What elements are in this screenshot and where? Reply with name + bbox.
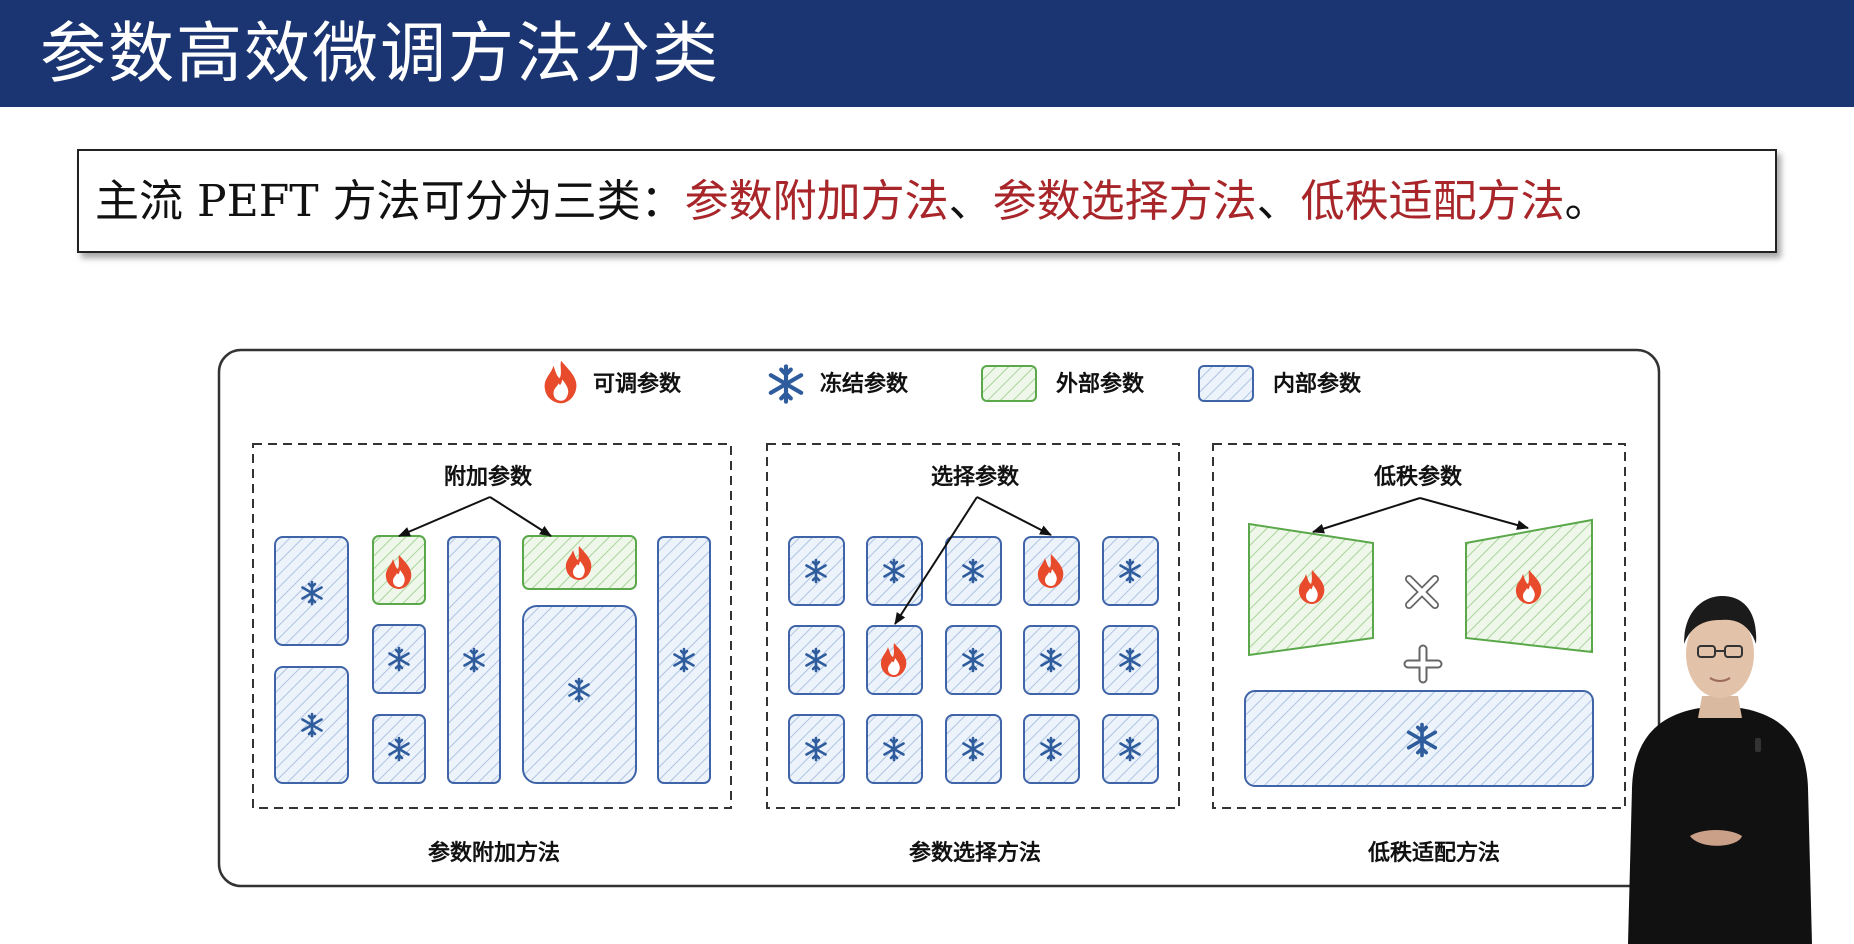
arrow — [1419, 497, 1529, 530]
caption-additive: 参数附加方法 — [428, 840, 560, 866]
caption-lowrank: 低秩适配方法 — [1367, 840, 1500, 866]
summary-sep-1: 、 — [948, 176, 993, 227]
arrow — [398, 496, 491, 537]
presenter-video — [1628, 596, 1812, 944]
panel-selective-label: 选择参数 — [931, 464, 1020, 490]
legend-external-swatch — [981, 365, 1037, 402]
legend-internal-swatch — [1198, 365, 1254, 402]
summary-text: 主流 PEFT 方法可分为三类：参数附加方法、参数选择方法、低秩适配方法。 — [95, 175, 1609, 229]
summary-lead: 主流 PEFT 方法可分为三类： — [95, 176, 685, 227]
plus-icon — [1403, 644, 1443, 684]
panel-additive-label: 附加参数 — [444, 464, 533, 490]
method-lowrank: 低秩适配方法 — [1300, 176, 1565, 227]
caption-selective: 参数选择方法 — [909, 840, 1041, 866]
panel-additive — [252, 443, 732, 809]
method-additive: 参数附加方法 — [684, 176, 949, 227]
legend-tunable: 可调参数 — [544, 360, 682, 404]
summary-box: 主流 PEFT 方法可分为三类：参数附加方法、参数选择方法、低秩适配方法。 — [77, 149, 1777, 253]
legend-internal-label: 内部参数 — [1273, 371, 1362, 397]
summary-end: 。 — [1564, 176, 1609, 227]
times-icon — [1405, 575, 1439, 609]
arrow — [894, 496, 978, 625]
panel-lowrank-content — [1244, 497, 1594, 787]
legend-tunable-label: 可调参数 — [593, 371, 682, 397]
legend-external-label: 外部参数 — [1056, 371, 1145, 397]
legend-frozen-label: 冻结参数 — [820, 371, 909, 397]
arrow — [489, 496, 552, 537]
arrow — [1312, 497, 1421, 534]
legend-external: 外部参数 — [981, 365, 1145, 402]
panel-additive-content — [274, 496, 711, 784]
legend-frozen: 冻结参数 — [771, 366, 909, 401]
legend-internal: 内部参数 — [1198, 365, 1362, 402]
diagram-frame — [217, 348, 1661, 888]
panel-selective-content — [788, 496, 1159, 784]
method-selective: 参数选择方法 — [992, 176, 1257, 227]
legend: 可调参数 冻结参数 外部参数 内部参数 — [544, 360, 1362, 404]
panel-lowrank — [1212, 443, 1626, 809]
panel-lowrank-label: 低秩参数 — [1373, 464, 1463, 490]
title-bar: 参数高效微调方法分类 — [0, 0, 1854, 107]
panel-selective — [766, 443, 1180, 809]
summary-sep-2: 、 — [1256, 176, 1301, 227]
arrow — [976, 496, 1052, 536]
page-title: 参数高效微调方法分类 — [40, 15, 720, 92]
